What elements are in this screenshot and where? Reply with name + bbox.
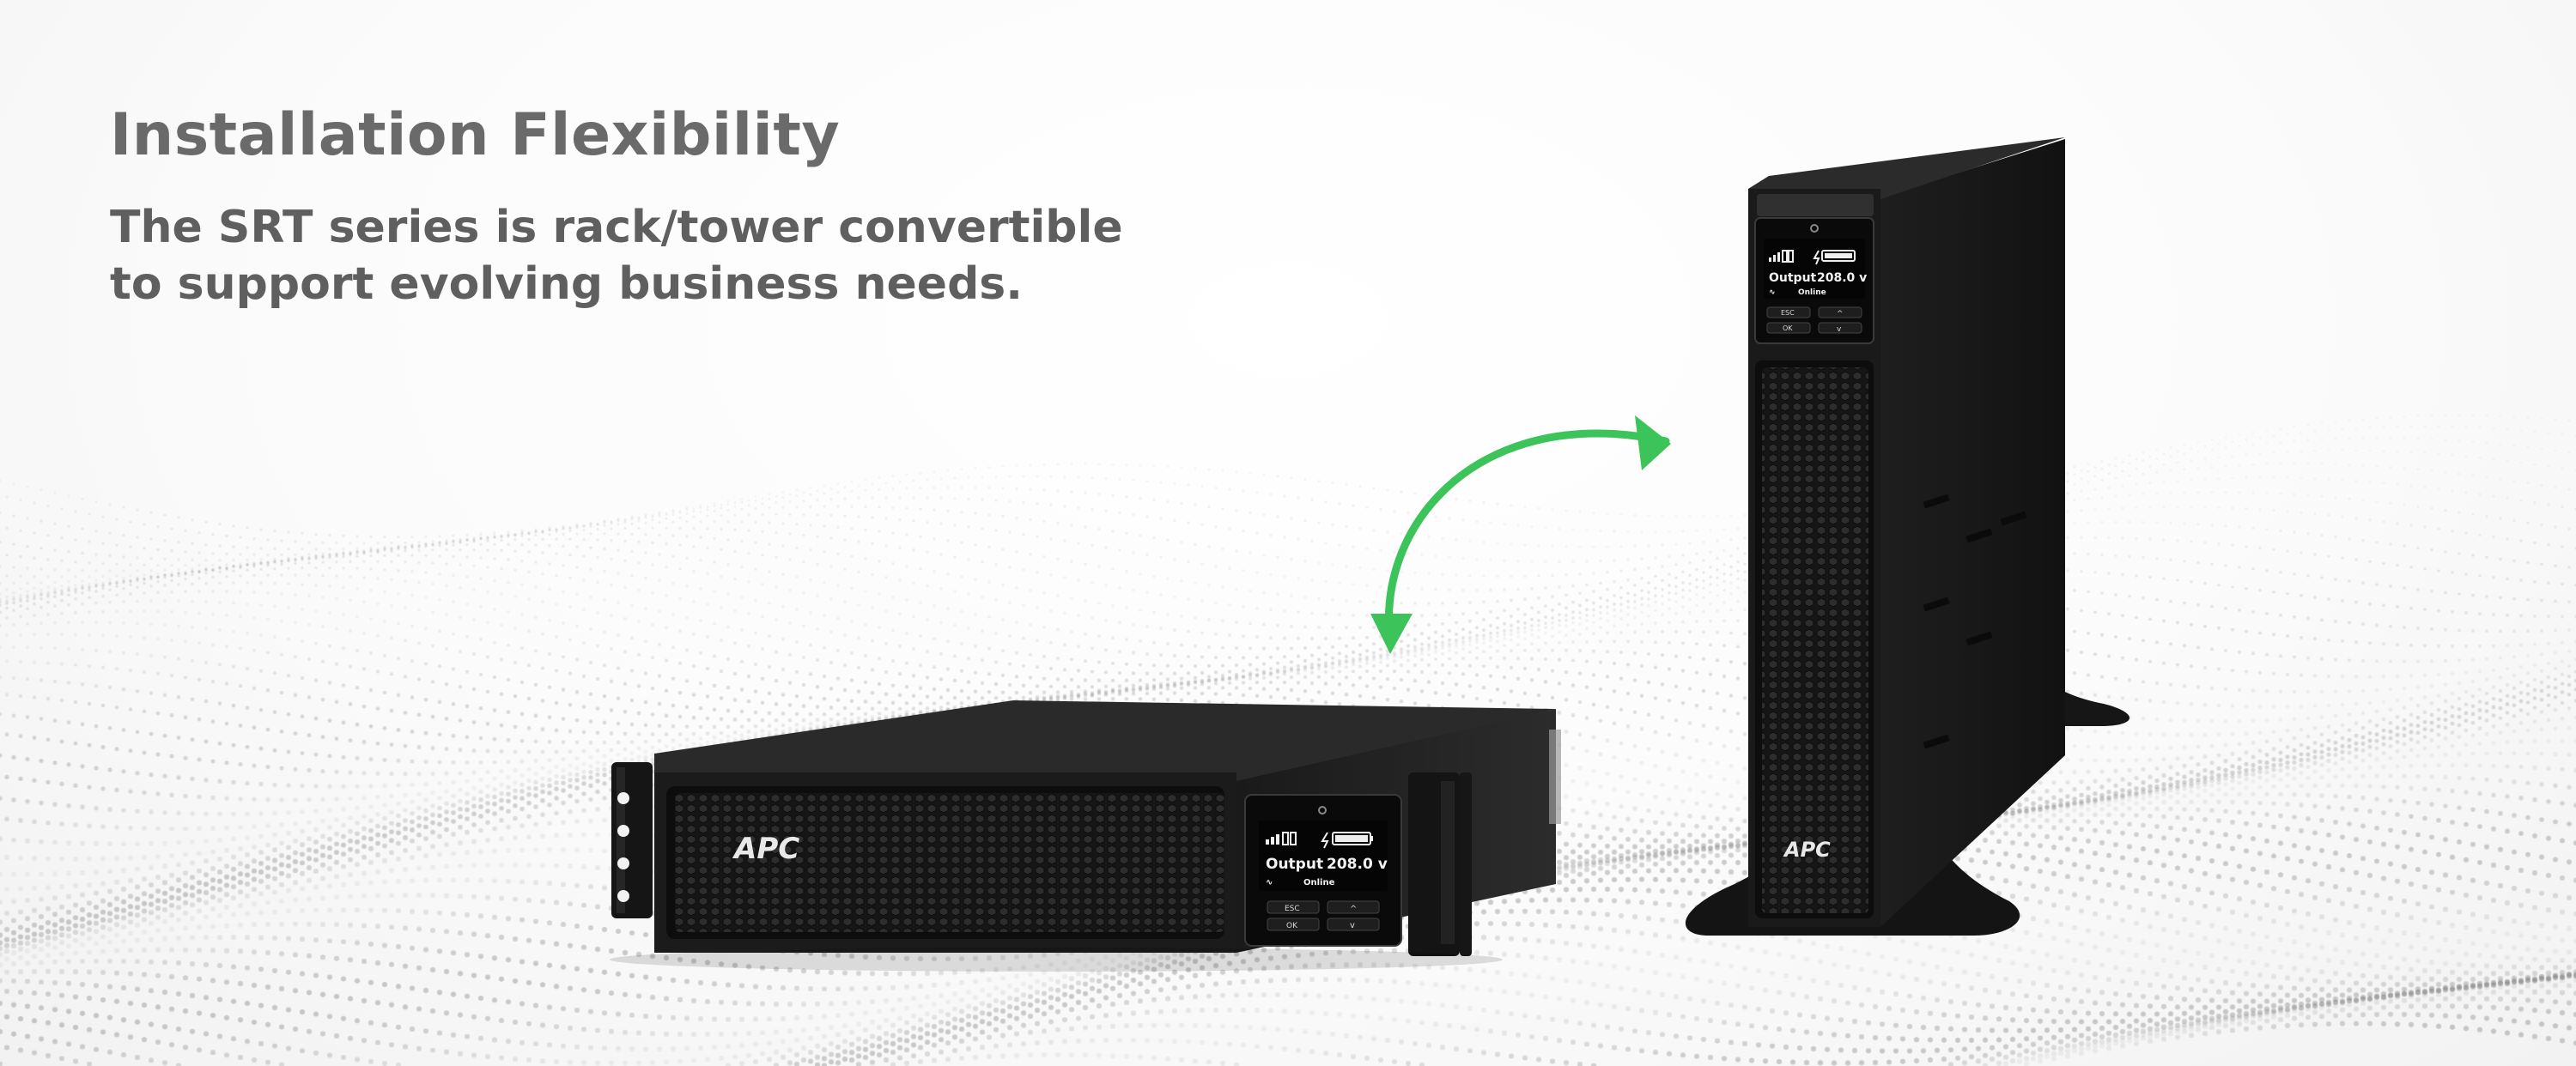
tower-output-label: Output: [1769, 271, 1817, 285]
rack-output-value: 208.0 v: [1327, 856, 1388, 873]
rack-ok-button[interactable]: [1267, 918, 1320, 931]
rack-status-text: Online: [1303, 878, 1335, 887]
tower-signal-icon: [1769, 250, 1794, 263]
rack-apc-logo: APC: [732, 832, 799, 866]
rack-mesh-grille: [675, 793, 1224, 932]
tower-top: [1748, 137, 2065, 199]
rack-esc-label: ESC: [1285, 905, 1300, 913]
tower-status-text: Online: [1798, 288, 1826, 297]
rack-output-label: Output: [1266, 856, 1323, 873]
tower-esc-label: ESC: [1781, 309, 1795, 317]
tower-mesh-grille: [1762, 367, 1868, 913]
page-heading: Installation Flexibility: [110, 101, 841, 169]
page-description: The SRT series is rack/tower convertible…: [110, 202, 1123, 310]
rack-ear-left: [611, 762, 653, 918]
tower-output-value: 208.0 v: [1817, 271, 1867, 285]
tower-wave-icon: ∿: [1769, 288, 1776, 297]
rack-down-label: v: [1350, 921, 1355, 930]
tower-power-icon: [1810, 224, 1819, 233]
tower-battery-icon: [1813, 250, 1856, 265]
tower-ok-button[interactable]: [1766, 322, 1811, 334]
rack-up-button[interactable]: [1327, 900, 1380, 914]
rack-signal-icon: [1266, 832, 1297, 845]
tower-up-button[interactable]: [1818, 306, 1862, 318]
curved-double-arrow-icon: [1370, 415, 1671, 654]
rack-wave-icon: ∿: [1266, 878, 1273, 887]
tower-ok-label: OK: [1783, 324, 1793, 332]
tower-down-label: v: [1837, 325, 1842, 334]
tower-ups-unit: Output 208.0 v ∿ Online ESC ^ OK v APC: [1685, 137, 2129, 936]
rack-esc-button[interactable]: [1267, 900, 1320, 914]
rack-power-icon: [1318, 806, 1327, 815]
rack-battery-icon: [1321, 832, 1373, 849]
tower-up-label: ^: [1837, 310, 1844, 318]
rack-up-label: ^: [1350, 905, 1357, 914]
tower-side-panel: [1880, 139, 2065, 927]
rack-ups-unit: APC Output 208.0 v ∿ Online ESC ^ OK v: [610, 700, 1561, 972]
tower-down-button[interactable]: [1818, 322, 1862, 334]
rack-ear-right: [1408, 772, 1472, 956]
tower-esc-button[interactable]: [1766, 306, 1811, 318]
rack-ok-label: OK: [1286, 922, 1298, 930]
tower-apc-logo: APC: [1783, 838, 1831, 862]
rack-down-button[interactable]: [1327, 918, 1380, 931]
